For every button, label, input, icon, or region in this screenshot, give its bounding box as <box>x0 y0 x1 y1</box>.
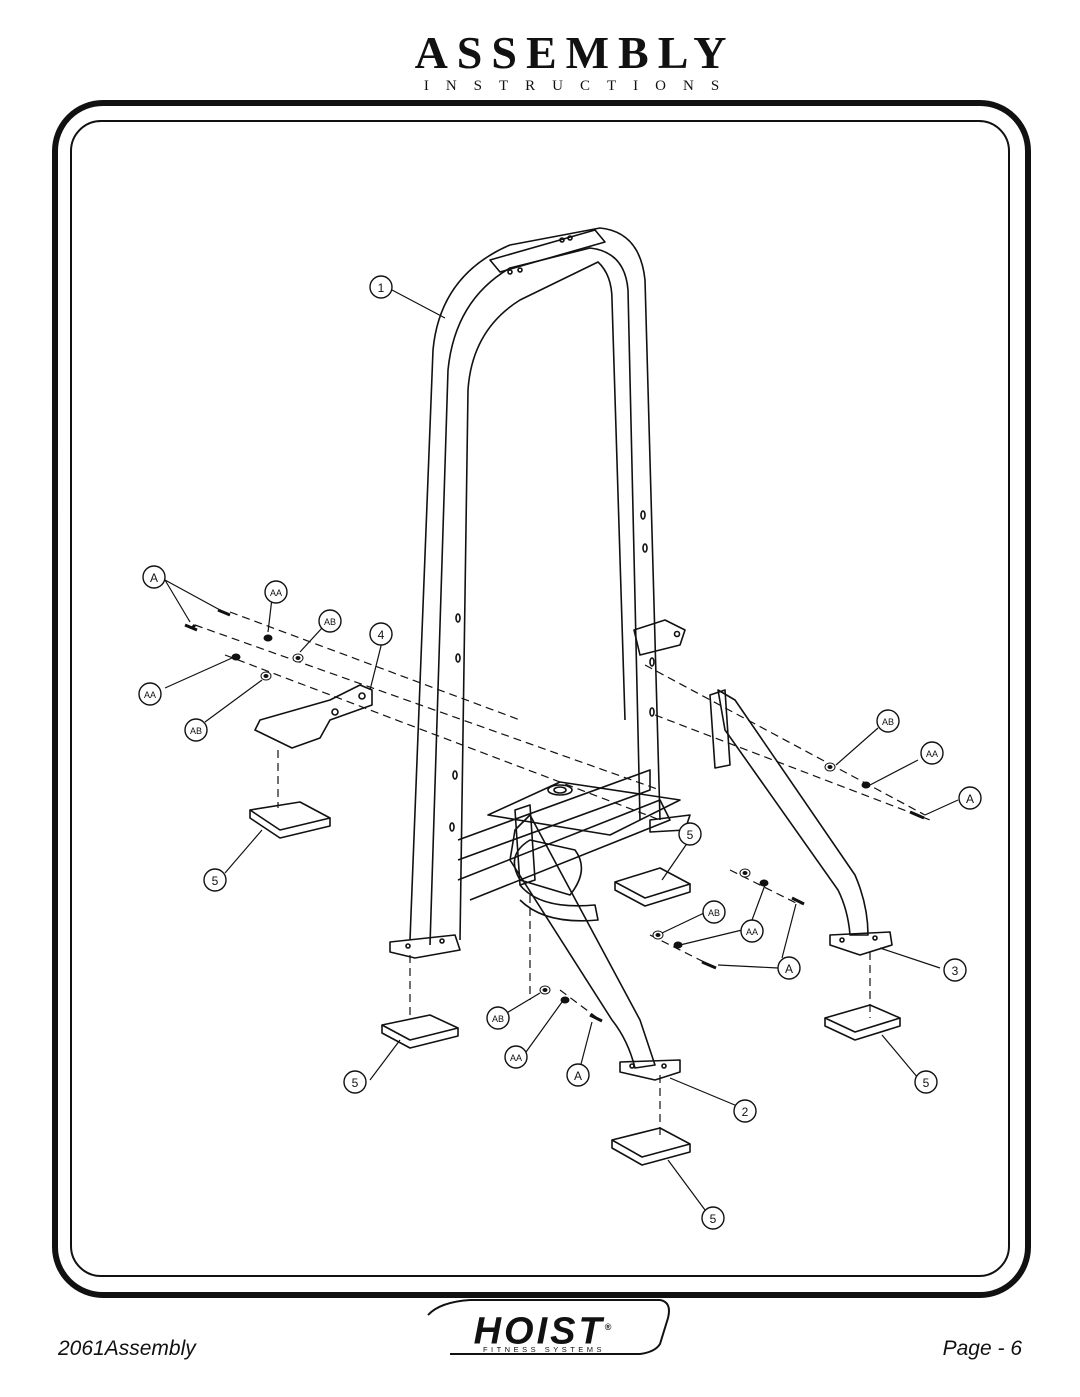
logo-tagline: FITNESS SYSTEMS <box>482 1345 606 1354</box>
callout-hw-aa-5 <box>504 1045 528 1069</box>
document-name: 2061Assembly <box>58 1337 196 1360</box>
base-rear <box>457 799 671 901</box>
callout-text: AB <box>882 717 894 727</box>
callout-text: AB <box>324 617 336 627</box>
rear-foot <box>829 931 893 956</box>
callout-hw-ab-2 <box>184 718 208 742</box>
callout-text: A <box>150 571 158 585</box>
leader-lines <box>164 289 959 1211</box>
page-subtitle: INSTRUCTIONS <box>423 78 737 94</box>
callout-text: AB <box>492 1014 504 1024</box>
frame-drawing <box>249 227 901 1166</box>
callout-text: 5 <box>710 1212 717 1226</box>
pad-bottom <box>611 1127 691 1158</box>
callout-hw-aa-4 <box>740 919 764 943</box>
callout-part-1 <box>369 275 393 299</box>
callout-hw-aa-2 <box>138 682 162 706</box>
callout-text: 5 <box>212 874 219 888</box>
callout-text: AA <box>144 690 156 700</box>
rear-leg <box>717 689 869 936</box>
base-plate <box>487 781 681 836</box>
callout-part-5e <box>701 1206 725 1230</box>
callout-hw-aa-3 <box>920 741 944 765</box>
logo-swoosh <box>427 1299 670 1355</box>
callout-hw-ab-4 <box>702 900 726 924</box>
callout-text: 5 <box>352 1076 359 1090</box>
callout-hw-aa-1 <box>264 580 288 604</box>
upright-tab <box>633 619 686 656</box>
callout-text: AB <box>708 908 720 918</box>
callout-hw-a-1 <box>142 565 166 589</box>
callout-text: A <box>574 1069 582 1083</box>
front-leg <box>509 814 656 1069</box>
callout-text: AA <box>926 749 938 759</box>
callouts <box>138 275 982 1230</box>
callout-part-5b <box>678 822 702 846</box>
callout-part-5c <box>343 1070 367 1094</box>
pad-right-lower <box>824 1004 901 1033</box>
inner-frame <box>70 120 1010 1277</box>
pad-left-lower <box>381 1014 459 1041</box>
callout-text: 1 <box>378 281 385 295</box>
logo-word: HOIST® <box>473 1310 615 1353</box>
center-pin <box>547 784 573 796</box>
outer-frame <box>52 100 1031 1298</box>
callout-text: A <box>785 962 793 976</box>
top-cap <box>489 229 606 273</box>
callout-text: 5 <box>687 828 694 842</box>
upright-inner-left <box>429 247 641 946</box>
callout-text: AA <box>510 1053 522 1063</box>
left-foot <box>389 934 461 959</box>
callout-labels: 1 A AA AB 4 AA AB 5 AB AA A 5 AB AA A 3 … <box>144 281 974 1226</box>
page-number: Page - 6 <box>942 1337 1022 1360</box>
hardware <box>184 608 925 1023</box>
callout-text: A <box>966 792 974 806</box>
callout-text: 5 <box>923 1076 930 1090</box>
callout-text: 4 <box>378 628 385 642</box>
callout-hw-a-4 <box>566 1063 590 1087</box>
callout-hw-a-3 <box>777 956 801 980</box>
callout-hw-ab-3 <box>876 709 900 733</box>
upright-outer <box>409 227 661 941</box>
callout-part-3 <box>943 958 967 982</box>
callout-hw-ab-5 <box>486 1006 510 1030</box>
callout-part-5d <box>914 1070 938 1094</box>
callout-hw-ab-1 <box>318 609 342 633</box>
callout-text: AA <box>746 927 758 937</box>
page-title: ASSEMBLY <box>414 27 736 78</box>
base-crossbar <box>457 769 651 861</box>
callout-part-5a <box>203 868 227 892</box>
hoist-logo: HOIST® FITNESS SYSTEMS <box>420 1305 668 1361</box>
callout-text: 3 <box>952 964 959 978</box>
pad-center <box>614 867 691 899</box>
upright-inner-right <box>459 261 626 941</box>
center-hub <box>513 839 583 896</box>
callout-part-2 <box>733 1099 757 1123</box>
bracket-4 <box>254 684 373 749</box>
callout-text: AB <box>190 726 202 736</box>
callout-text: 2 <box>742 1105 749 1119</box>
callout-text: AA <box>270 588 282 598</box>
callout-hw-a-2 <box>958 786 982 810</box>
front-foot <box>619 1059 681 1081</box>
callout-part-4 <box>369 622 393 646</box>
